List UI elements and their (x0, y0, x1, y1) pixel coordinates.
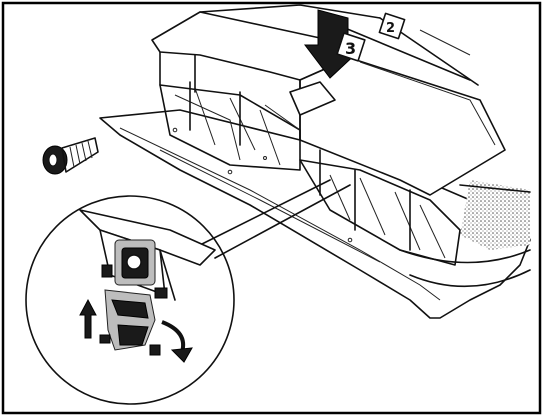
housing-assembly (99, 4, 531, 319)
vent-opening-right (299, 149, 461, 266)
screw-icon (42, 137, 99, 175)
step-mark-3-label: 3 (345, 39, 356, 58)
step-mark-2-label: 2 (386, 21, 395, 36)
step-mark-3: 3 (336, 32, 366, 62)
step-mark-2: 2 (378, 12, 406, 40)
detail-view (25, 195, 235, 405)
rotate-arrow-icon (161, 320, 193, 363)
lid-panel-right (299, 57, 506, 196)
press-down-arrow-icon (303, 9, 362, 79)
vent-opening-left (159, 81, 301, 171)
push-up-arrow-icon (79, 298, 97, 339)
